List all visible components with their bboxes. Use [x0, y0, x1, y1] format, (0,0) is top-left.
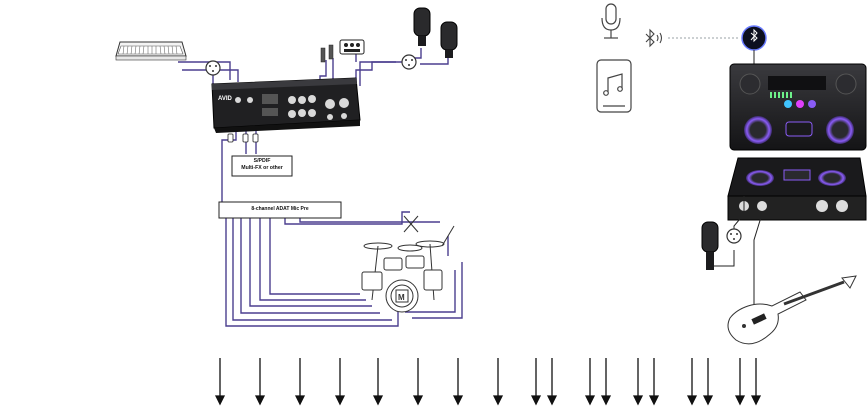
bluetooth-badge-icon — [742, 26, 766, 50]
arrow-3 — [296, 358, 304, 404]
xlr-connector-icon — [206, 61, 220, 75]
svg-text:M: M — [398, 293, 405, 302]
arrow-9 — [532, 358, 540, 404]
guitar-icon — [728, 276, 856, 344]
spdif-label-line1: S/PDIF — [232, 158, 292, 165]
spdif-label: S/PDIF Multi-FX or other — [232, 158, 292, 172]
microphone-icon — [602, 4, 620, 38]
adat-label: 8-channel ADAT Mic Pre — [219, 206, 341, 213]
output-arrows — [216, 358, 760, 404]
arrow-1 — [216, 358, 224, 404]
arrow-15 — [688, 358, 696, 404]
audio-interface-device — [728, 158, 866, 220]
small-mics-icon — [321, 40, 364, 62]
arrow-13 — [634, 358, 642, 404]
arrow-2 — [256, 358, 264, 404]
arrow-6 — [414, 358, 422, 404]
arrow-8 — [494, 358, 502, 404]
arrow-5 — [374, 358, 382, 404]
audio-interface-rack: AVID — [212, 78, 360, 133]
arrow-11 — [586, 358, 594, 404]
arrow-17 — [736, 358, 744, 404]
xlr-connector-right-icon — [727, 229, 741, 243]
arrow-14 — [650, 358, 658, 404]
arrow-18 — [752, 358, 760, 404]
svg-text:AVID: AVID — [218, 96, 233, 102]
keyboard-icon — [116, 42, 186, 60]
arrow-12 — [602, 358, 610, 404]
arrow-7 — [454, 358, 462, 404]
vocal-mic-icon — [702, 222, 718, 270]
arrow-10 — [548, 358, 556, 404]
xlr-connector-mic-icon — [402, 55, 416, 69]
tablet-music-icon — [597, 60, 631, 112]
jacks-icon — [228, 134, 258, 142]
mtrx-studio-device — [730, 64, 866, 150]
arrow-4 — [336, 358, 344, 404]
drum-kit-icon: M — [362, 216, 454, 312]
arrow-16 — [704, 358, 712, 404]
spdif-label-line2: Multi-FX or other — [232, 165, 292, 172]
bluetooth-icon — [646, 30, 662, 46]
